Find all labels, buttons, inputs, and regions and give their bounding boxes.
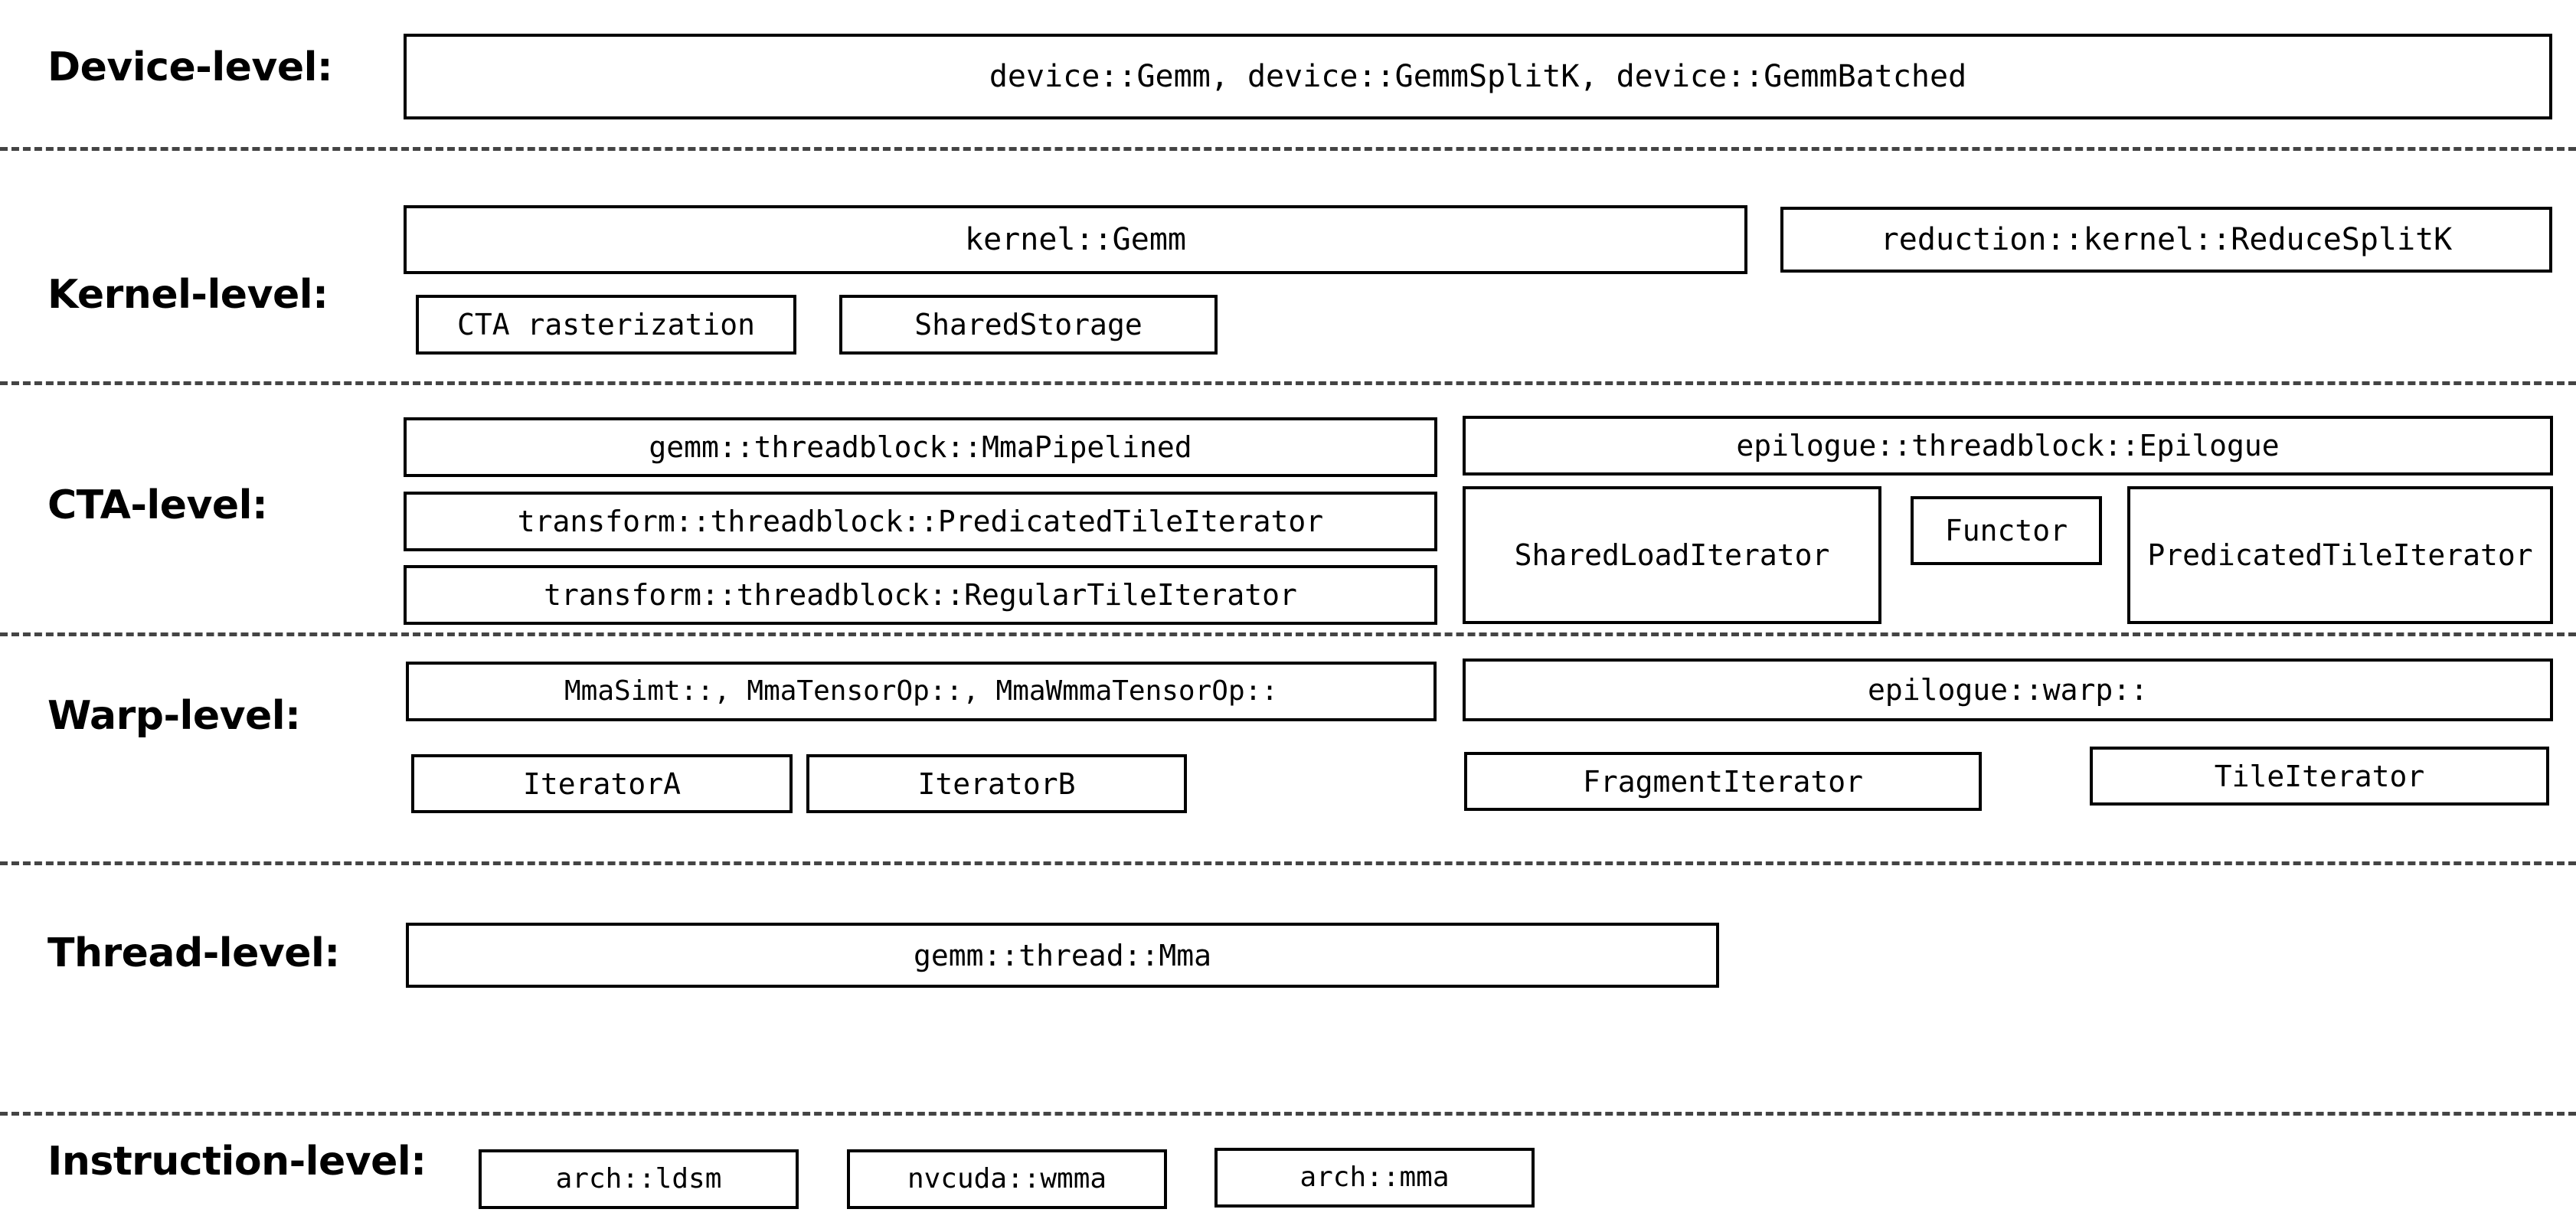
divider-device-kernel	[0, 147, 2576, 151]
node-gemm-threadblock-mmapipelined[interactable]: gemm::threadblock::MmaPipelined	[404, 417, 1437, 477]
node-sharedloaditerator-label: SharedLoadIterator	[1514, 538, 1830, 572]
level-label-device: Device-level:	[47, 44, 333, 90]
node-reduction-kernel-reducesplitk[interactable]: reduction::kernel::ReduceSplitK	[1780, 207, 2552, 273]
node-iteratora[interactable]: IteratorA	[411, 754, 793, 813]
node-sharedstorage-label: SharedStorage	[914, 308, 1143, 342]
node-functor[interactable]: Functor	[1911, 496, 2102, 565]
node-mma-warp-ops[interactable]: MmaSimt::, MmaTensorOp::, MmaWmmaTensorO…	[406, 662, 1437, 721]
node-arch-ldsm[interactable]: arch::ldsm	[479, 1149, 799, 1209]
node-epilogue-threadblock-epilogue[interactable]: epilogue::threadblock::Epilogue	[1463, 416, 2553, 476]
node-fragmentiterator[interactable]: FragmentIterator	[1464, 752, 1982, 811]
level-label-cta: CTA-level:	[47, 482, 268, 528]
node-sharedstorage[interactable]: SharedStorage	[839, 295, 1218, 355]
node-epilogue-threadblock-epilogue-label: epilogue::threadblock::Epilogue	[1736, 429, 2280, 462]
node-device-gemm[interactable]: device::Gemm, device::GemmSplitK, device…	[404, 34, 2552, 119]
divider-thread-instruction	[0, 1112, 2576, 1116]
node-epilogue-warp[interactable]: epilogue::warp::	[1463, 659, 2553, 721]
node-cta-rasterization[interactable]: CTA rasterization	[416, 295, 796, 355]
divider-warp-thread	[0, 861, 2576, 865]
node-sharedloaditerator[interactable]: SharedLoadIterator	[1463, 486, 1881, 624]
node-arch-mma-label: arch::mma	[1299, 1162, 1450, 1193]
node-gemm-thread-mma[interactable]: gemm::thread::Mma	[406, 923, 1719, 988]
node-iteratora-label: IteratorA	[523, 766, 681, 801]
node-gemm-threadblock-mmapipelined-label: gemm::threadblock::MmaPipelined	[649, 430, 1192, 464]
node-transform-threadblock-predicatedtileiterator[interactable]: transform::threadblock::PredicatedTileIt…	[404, 492, 1437, 551]
node-tileiterator-label: TileIterator	[2214, 759, 2425, 793]
divider-kernel-cta	[0, 381, 2576, 385]
node-nvcuda-wmma[interactable]: nvcuda::wmma	[847, 1149, 1167, 1209]
node-predicatedtileiterator[interactable]: PredicatedTileIterator	[2127, 486, 2553, 624]
node-epilogue-warp-label: epilogue::warp::	[1867, 673, 2149, 707]
level-label-warp: Warp-level:	[47, 693, 301, 739]
node-fragmentiterator-label: FragmentIterator	[1582, 764, 1864, 799]
node-iteratorb-label: IteratorB	[917, 766, 1076, 801]
node-kernel-gemm-label: kernel::Gemm	[965, 222, 1186, 257]
node-tileiterator[interactable]: TileIterator	[2090, 747, 2549, 806]
node-mma-warp-ops-label: MmaSimt::, MmaTensorOp::, MmaWmmaTensorO…	[564, 675, 1278, 707]
node-arch-mma[interactable]: arch::mma	[1214, 1148, 1535, 1208]
node-nvcuda-wmma-label: nvcuda::wmma	[907, 1163, 1107, 1194]
node-transform-threadblock-regulartileiterator-label: transform::threadblock::RegularTileItera…	[544, 578, 1297, 612]
node-gemm-thread-mma-label: gemm::thread::Mma	[914, 938, 1211, 972]
node-predicatedtileiterator-label: PredicatedTileIterator	[2147, 538, 2533, 572]
node-transform-threadblock-predicatedtileiterator-label: transform::threadblock::PredicatedTileIt…	[517, 505, 1324, 538]
node-iteratorb[interactable]: IteratorB	[806, 754, 1187, 813]
node-arch-ldsm-label: arch::ldsm	[555, 1163, 722, 1194]
node-cta-rasterization-label: CTA rasterization	[457, 308, 755, 342]
divider-cta-warp	[0, 632, 2576, 636]
level-label-instruction: Instruction-level:	[47, 1139, 427, 1185]
node-functor-label: Functor	[1944, 514, 2068, 547]
node-reduction-kernel-reducesplitk-label: reduction::kernel::ReduceSplitK	[1880, 222, 2453, 257]
node-transform-threadblock-regulartileiterator[interactable]: transform::threadblock::RegularTileItera…	[404, 565, 1437, 625]
node-device-gemm-label: device::Gemm, device::GemmSplitK, device…	[989, 59, 1967, 94]
node-kernel-gemm[interactable]: kernel::Gemm	[404, 205, 1747, 274]
level-label-kernel: Kernel-level:	[47, 272, 329, 318]
level-label-thread: Thread-level:	[47, 930, 340, 976]
